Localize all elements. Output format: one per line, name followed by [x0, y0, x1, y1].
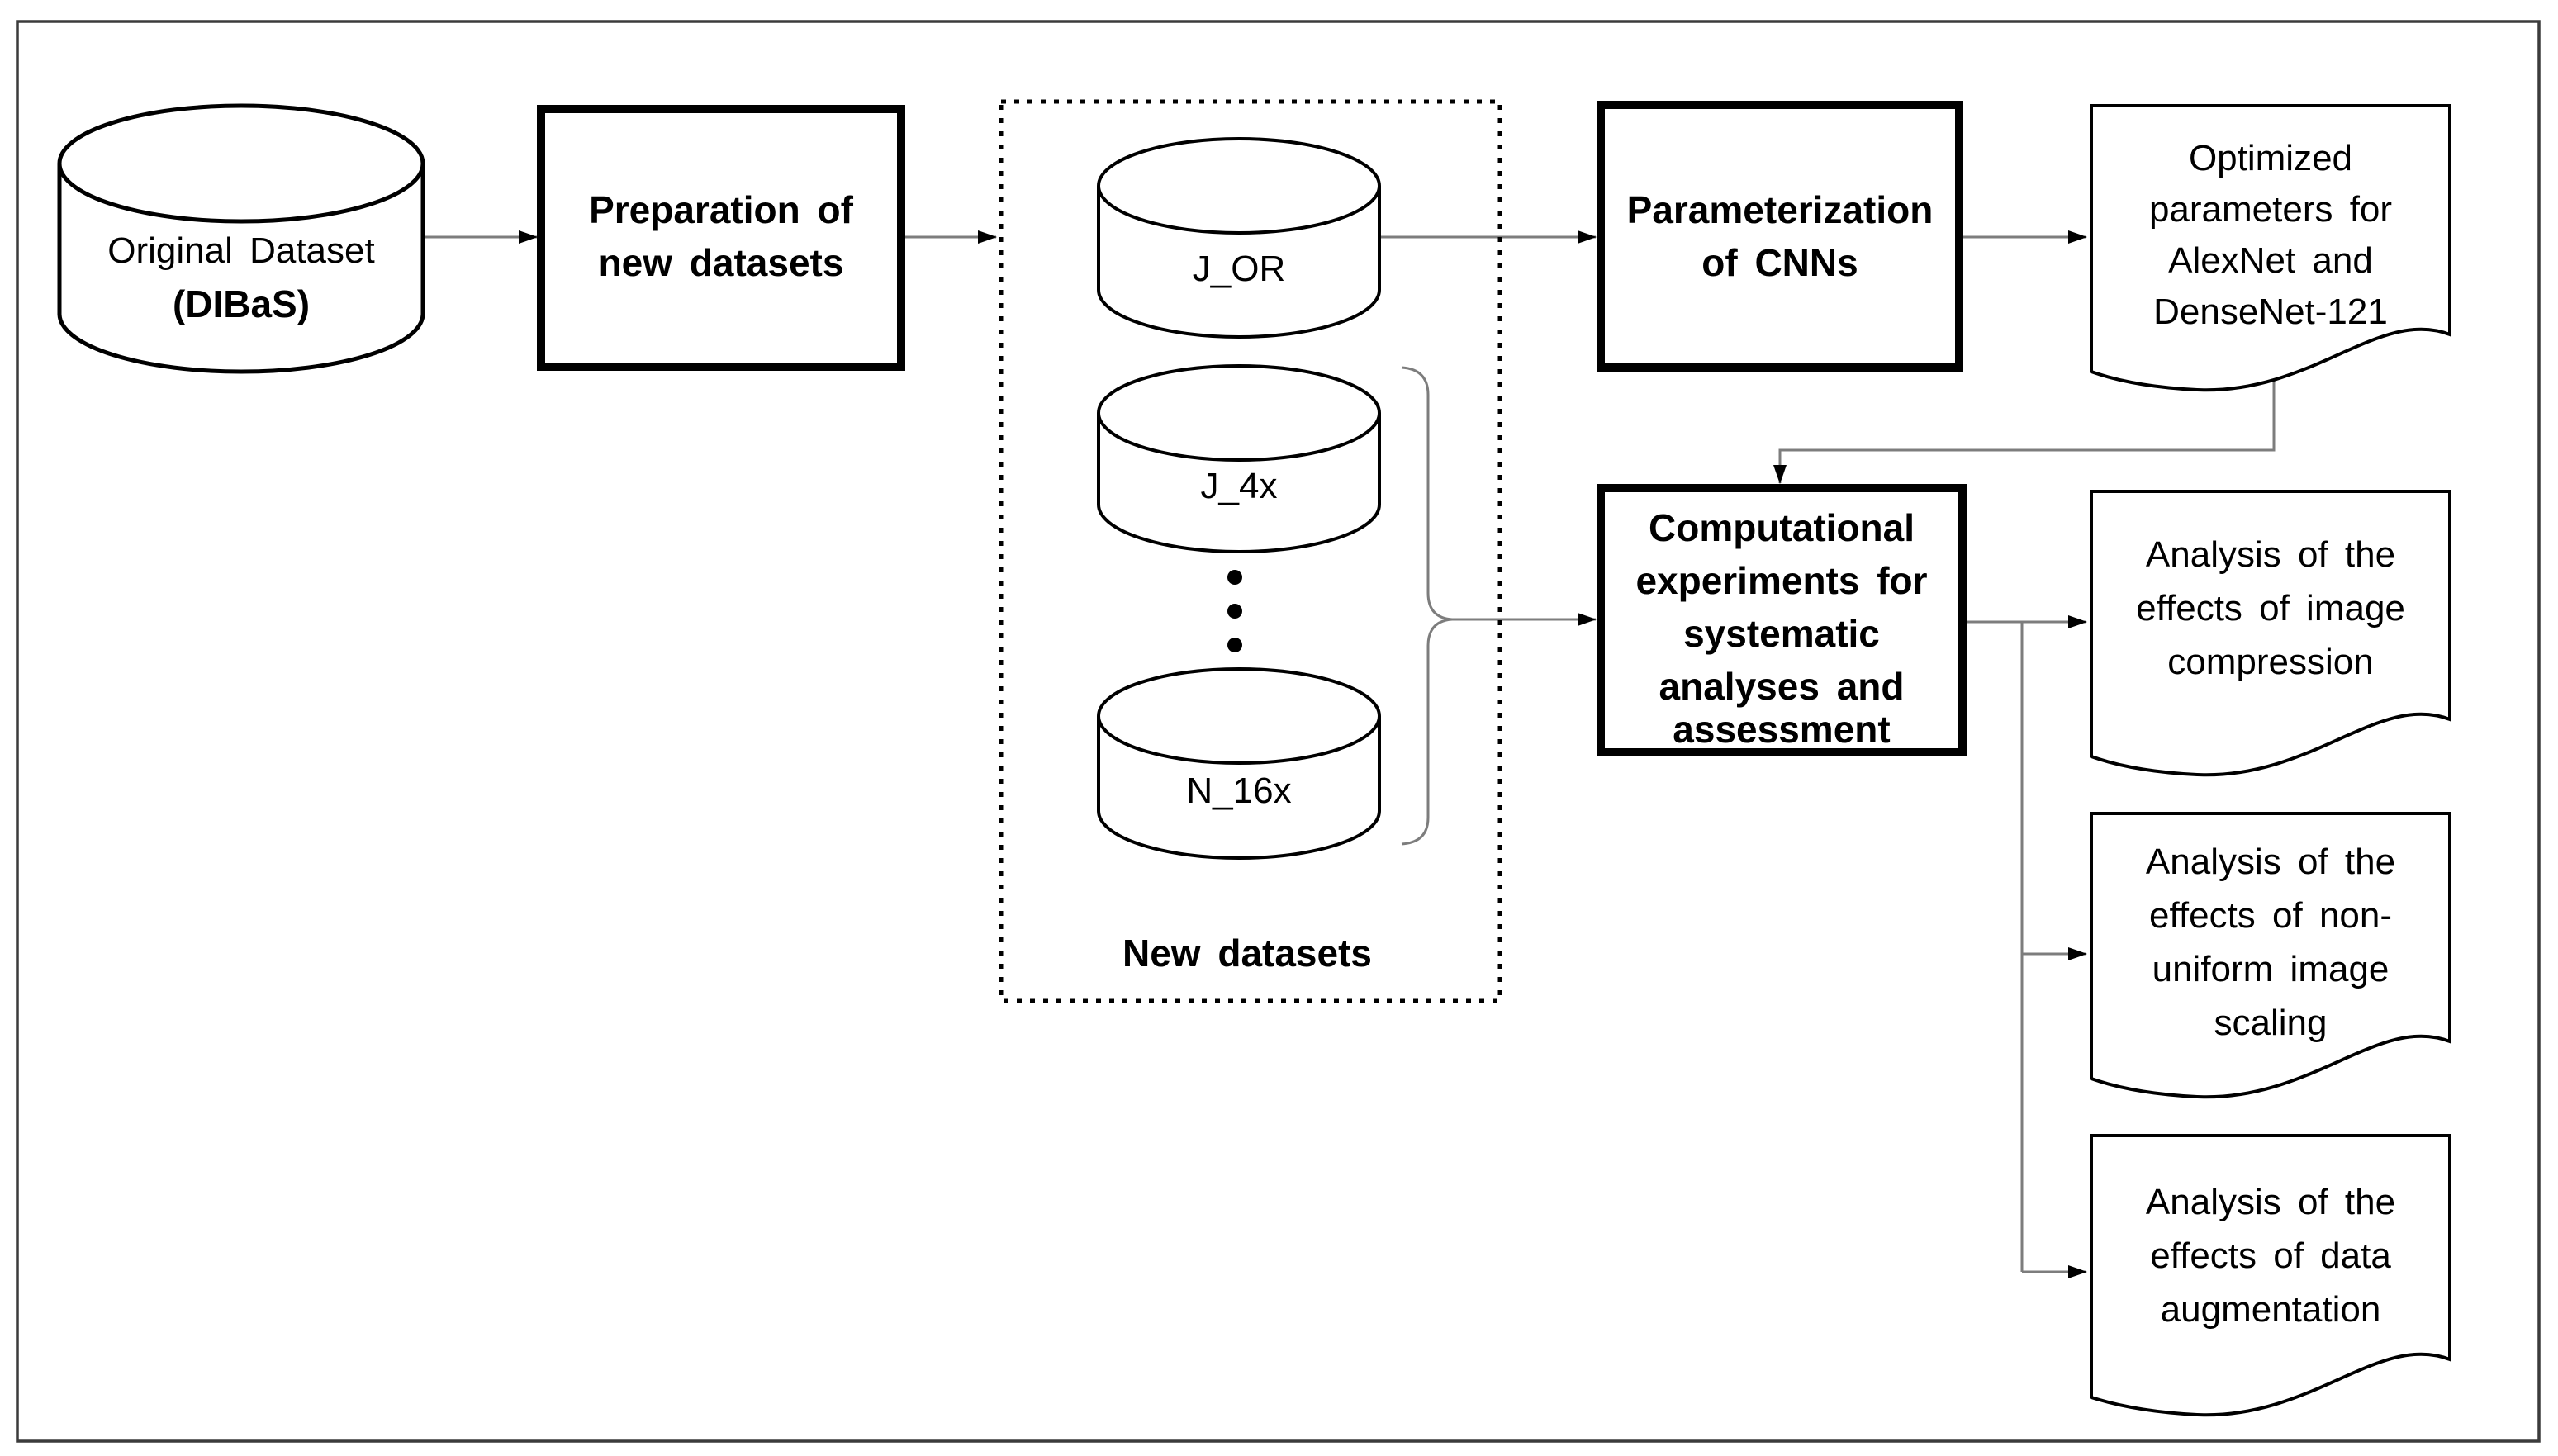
optimized-parameters-document: Optimized parameters for AlexNet and Den…	[2090, 104, 2451, 392]
analysis-scaling-line-1: Analysis of the	[2146, 842, 2395, 882]
parameterization-label-line-2: of CNNs	[1701, 241, 1858, 284]
connector-optimized-to-computational	[1773, 372, 2276, 484]
analysis-scaling-document: Analysis of the effects of non- uniform …	[2090, 812, 2451, 1099]
dataset-n16x-label: N_16x	[1186, 771, 1291, 811]
document-shape	[2090, 1134, 2451, 1417]
analysis-compression-line-1: Analysis of the	[2146, 534, 2395, 575]
ellipsis-dot	[1227, 638, 1242, 652]
analysis-scaling-line-3: uniform image	[2152, 949, 2390, 989]
connector-lines	[423, 230, 2276, 1278]
ellipsis-dots-icon	[1227, 570, 1242, 652]
document-shape	[2090, 490, 2451, 777]
dataset-jor-cylinder: J_OR	[1097, 137, 1381, 339]
preparation-box: Preparation of new datasets	[537, 105, 905, 371]
analysis-augmentation-line-1: Analysis of the	[2146, 1182, 2395, 1222]
optimized-parameters-line-4: DenseNet-121	[2153, 292, 2388, 332]
dataset-n16x-cylinder: N_16x	[1097, 667, 1381, 860]
parameterization-label-line-1: Parameterization	[1627, 188, 1934, 231]
preparation-label-line-1: Preparation of	[589, 188, 854, 231]
computational-label-line-5: assessment	[1673, 708, 1890, 751]
parameterization-box: Parameterization of CNNs	[1597, 101, 1963, 372]
dataset-j4x-cylinder: J_4x	[1097, 364, 1381, 553]
computational-experiments-box: Computational experiments for systematic…	[1597, 484, 1967, 756]
preparation-box-rect	[537, 105, 905, 371]
optimized-parameters-line-1: Optimized	[2189, 138, 2352, 178]
cylinder-top	[1097, 667, 1381, 765]
optimized-parameters-line-2: parameters for	[2149, 189, 2392, 230]
document-shape	[2090, 104, 2451, 392]
cylinder-top	[1097, 364, 1381, 462]
new-datasets-group: New datasets	[999, 99, 1502, 1003]
analysis-compression-document: Analysis of the effects of image compres…	[2090, 490, 2451, 777]
computational-label-line-2: experiments for	[1635, 559, 1927, 602]
analysis-compression-line-3: compression	[2167, 642, 2373, 682]
cylinder-top	[1097, 137, 1381, 235]
analysis-augmentation-document: Analysis of the effects of data augmenta…	[2090, 1134, 2451, 1417]
analysis-scaling-line-2: effects of non-	[2149, 895, 2392, 936]
analysis-scaling-line-4: scaling	[2214, 1003, 2328, 1043]
ellipsis-dot	[1227, 604, 1242, 619]
computational-label-line-1: Computational	[1649, 506, 1915, 549]
analysis-compression-line-2: effects of image	[2136, 588, 2405, 628]
analysis-augmentation-line-2: effects of data	[2150, 1235, 2391, 1276]
new-datasets-group-label: New datasets	[1122, 932, 1372, 975]
document-shape	[2090, 812, 2451, 1099]
preparation-label-line-2: new datasets	[599, 241, 844, 284]
computational-label-line-4: analyses and	[1659, 665, 1905, 708]
parameterization-box-rect	[1597, 101, 1963, 372]
original-dataset-cylinder: Original Dataset (DIBaS)	[57, 103, 425, 374]
cylinder-top	[57, 103, 425, 224]
analysis-augmentation-line-3: augmentation	[2161, 1289, 2381, 1330]
dataset-j4x-label: J_4x	[1201, 466, 1278, 506]
original-dataset-label-line-2: (DIBaS)	[173, 282, 310, 325]
optimized-parameters-line-3: AlexNet and	[2168, 240, 2373, 281]
ellipsis-dot	[1227, 570, 1242, 585]
original-dataset-label-line-1: Original Dataset	[107, 230, 374, 271]
computational-box-rect	[1597, 484, 1967, 756]
computational-label-line-3: systematic	[1683, 612, 1880, 655]
dataset-jor-label: J_OR	[1193, 249, 1285, 289]
